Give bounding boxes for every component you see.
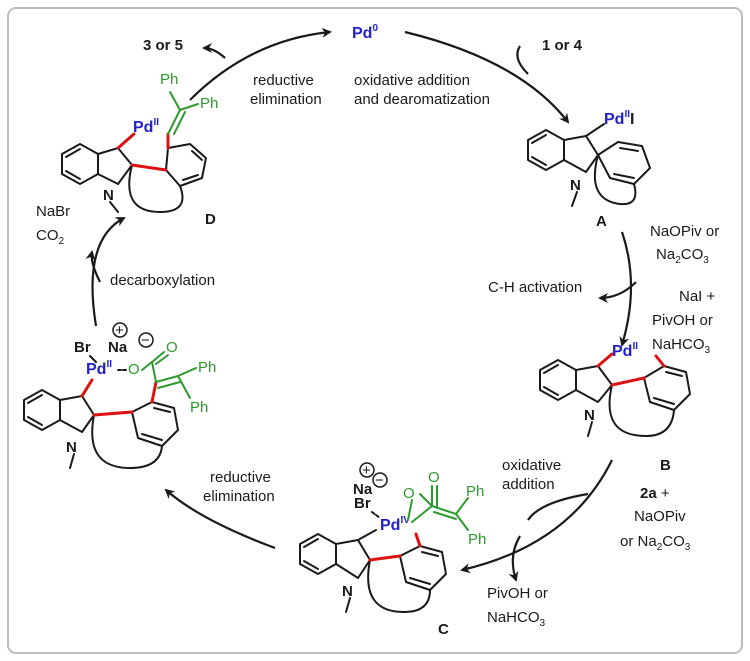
- svg-text:Ph: Ph: [198, 359, 216, 376]
- arrow-b-to-c: [460, 459, 613, 574]
- step-decarboxylation: decarboxylation: [110, 272, 215, 289]
- svg-text:−: −: [375, 472, 384, 489]
- svg-text:Ph: Ph: [466, 483, 484, 500]
- reagent-2a: 2a +: [640, 485, 670, 502]
- step-oxidative-addition-top-2: and dearomatization: [354, 91, 490, 108]
- svg-text:Ph: Ph: [200, 95, 218, 112]
- svg-text:+: +: [362, 462, 371, 479]
- svg-text:N: N: [103, 187, 114, 204]
- svg-text:B: B: [660, 457, 671, 474]
- svg-text:+: +: [115, 322, 124, 339]
- step-ch-activation: C-H activation: [488, 279, 582, 296]
- byproduct-nahco3: NaHCO3: [487, 609, 546, 629]
- svg-text:N: N: [342, 583, 353, 600]
- arrow-pd0-to-a: [404, 30, 570, 124]
- svg-text:O: O: [128, 361, 140, 378]
- svg-text:Br: Br: [354, 495, 371, 512]
- figure-frame: [7, 7, 743, 654]
- svg-text:N: N: [66, 439, 77, 456]
- reagent-naopiv-2: NaOPiv: [634, 508, 686, 525]
- arrow-c-to-left: [164, 488, 276, 550]
- byproduct-nabr: NaBr: [36, 203, 70, 220]
- pd0-label: Pd0: [352, 23, 378, 42]
- step-oxidative-addition-top-1: oxidative addition: [354, 72, 470, 89]
- cycle-arrows: [85, 27, 637, 582]
- arrow-nabr-out: [85, 250, 101, 283]
- svg-text:PdII: PdII: [86, 359, 112, 378]
- reagent-pivoh: PivOH or: [652, 312, 713, 329]
- arrow-branch-product: [202, 43, 226, 59]
- structure-a: N PdIII A: [527, 109, 651, 230]
- svg-text:Na: Na: [108, 339, 128, 356]
- reagent-nahco3: NaHCO3: [652, 336, 711, 356]
- structure-d: N PdII Ph Ph D: [61, 71, 218, 228]
- step-oxidative-addition-bottom-1: oxidative: [502, 457, 561, 474]
- step-reductive-elimination-top-1: reductive: [253, 72, 314, 89]
- product-label: 3 or 5: [143, 37, 183, 54]
- svg-text:Ph: Ph: [468, 531, 486, 548]
- svg-text:O: O: [403, 485, 415, 502]
- svg-text:Br: Br: [74, 339, 91, 356]
- svg-text:Ph: Ph: [160, 71, 178, 88]
- svg-text:PdII: PdII: [133, 117, 159, 136]
- svg-text:N: N: [570, 177, 581, 194]
- reagent-nai: NaI +: [679, 288, 716, 305]
- arrow-2a-in: [527, 492, 589, 521]
- reagent-na2co3: Na2CO3: [656, 246, 709, 266]
- step-reductive-elimination-bottom-2: elimination: [203, 488, 275, 505]
- svg-text:C: C: [438, 621, 449, 638]
- structure-na-carboxylate: N PdII Br Na + − O O Ph Ph: [23, 322, 216, 469]
- step-reductive-elimination-top-2: elimination: [250, 91, 322, 108]
- svg-text:N: N: [584, 407, 595, 424]
- svg-text:Na: Na: [353, 481, 373, 498]
- reagent-na2co3-2: or Na2CO3: [620, 533, 691, 553]
- arrow-d-to-pd0: [189, 27, 332, 101]
- svg-text:PdII: PdII: [612, 341, 638, 360]
- step-reductive-elimination-bottom-1: reductive: [210, 469, 271, 486]
- arrow-nai-out: [598, 281, 637, 303]
- arrow-reagent-in: [516, 45, 529, 75]
- svg-text:D: D: [205, 211, 216, 228]
- svg-text:Ph: Ph: [190, 399, 208, 416]
- step-oxidative-addition-bottom-2: addition: [502, 476, 555, 493]
- byproduct-pivoh: PivOH or: [487, 585, 548, 602]
- svg-text:Pd0: Pd0: [352, 23, 378, 42]
- svg-text:−: −: [141, 332, 150, 349]
- svg-text:A: A: [596, 213, 607, 230]
- structure-c: N PdIV Br Na + − O O Ph Ph C: [299, 462, 486, 638]
- byproduct-co2: CO2: [36, 227, 65, 247]
- reagent-label: 1 or 4: [542, 37, 583, 54]
- structure-b: N PdII B: [539, 341, 691, 474]
- svg-text:PdIV: PdIV: [380, 515, 410, 534]
- reagent-naopiv: NaOPiv or: [650, 223, 719, 240]
- arrow-pivoh-out: [508, 535, 521, 582]
- arrow-left-to-d: [91, 217, 126, 327]
- svg-text:PdIII: PdIII: [604, 109, 634, 128]
- svg-text:O: O: [428, 469, 440, 486]
- svg-text:O: O: [166, 339, 178, 356]
